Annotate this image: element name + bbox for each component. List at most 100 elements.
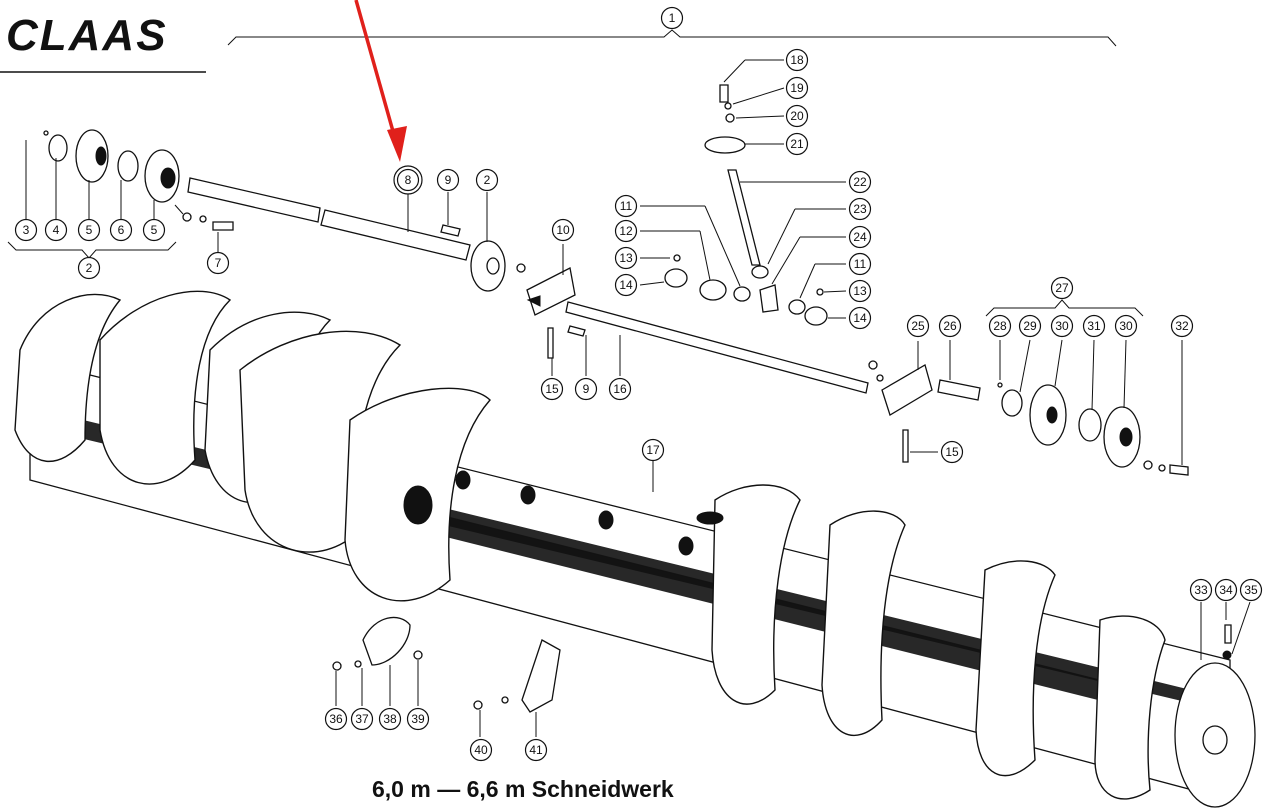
callout-37[interactable]: 37	[350, 707, 374, 731]
callout-10[interactable]: 10	[551, 218, 575, 242]
svg-text:32: 32	[1175, 319, 1189, 333]
callout-9b[interactable]: 9	[574, 377, 598, 401]
brand-logo: CLAAS	[0, 11, 206, 73]
callout-31[interactable]: 31	[1082, 314, 1106, 338]
svg-text:3: 3	[23, 223, 30, 237]
callout-30b[interactable]: 30	[1114, 314, 1138, 338]
callout-27[interactable]: 27	[1050, 276, 1074, 300]
callout-20[interactable]: 20	[785, 104, 809, 128]
callout-21[interactable]: 21	[785, 132, 809, 156]
callout-4[interactable]: 4	[44, 218, 68, 242]
callout-13b[interactable]: 13	[848, 279, 872, 303]
callout-7[interactable]: 7	[206, 251, 230, 275]
right-bearing-parts	[937, 379, 1189, 476]
callout-29[interactable]: 29	[1018, 314, 1042, 338]
callout-6[interactable]: 6	[109, 218, 133, 242]
callout-32[interactable]: 32	[1170, 314, 1194, 338]
callout-39[interactable]: 39	[406, 707, 430, 731]
callout-3[interactable]: 3	[14, 218, 38, 242]
callout-41[interactable]: 41	[524, 738, 548, 762]
callout-8-highlighted[interactable]: 8	[393, 165, 423, 195]
callout-2-group[interactable]: 2	[77, 256, 101, 280]
callout-19[interactable]: 19	[785, 76, 809, 100]
callout-12[interactable]: 12	[614, 219, 638, 243]
callout-11[interactable]: 11	[614, 194, 638, 218]
callouts: 1 2 2 3 4 5 6 5 7 8 9 9 10 11 11 12 13 1…	[14, 6, 1263, 762]
callout-5b[interactable]: 5	[142, 218, 166, 242]
svg-text:6: 6	[118, 223, 125, 237]
callout-35[interactable]: 35	[1239, 578, 1263, 602]
callout-22[interactable]: 22	[848, 170, 872, 194]
svg-text:35: 35	[1244, 583, 1258, 597]
callout-26[interactable]: 26	[938, 314, 962, 338]
callout-33[interactable]: 33	[1189, 578, 1213, 602]
lower-small-parts	[332, 616, 1232, 713]
svg-text:11: 11	[620, 199, 633, 213]
svg-text:5: 5	[151, 223, 158, 237]
svg-text:8: 8	[405, 173, 412, 187]
svg-text:34: 34	[1219, 583, 1233, 597]
svg-text:28: 28	[993, 319, 1007, 333]
svg-text:21: 21	[790, 137, 804, 151]
svg-text:10: 10	[556, 223, 570, 237]
callout-28[interactable]: 28	[988, 314, 1012, 338]
svg-text:29: 29	[1023, 319, 1037, 333]
callout-1[interactable]: 1	[660, 6, 684, 30]
callout-23[interactable]: 23	[848, 197, 872, 221]
svg-text:41: 41	[529, 743, 543, 757]
callout-40[interactable]: 40	[469, 738, 493, 762]
svg-text:9: 9	[583, 382, 590, 396]
svg-text:14: 14	[853, 311, 867, 325]
flange-2	[470, 240, 526, 292]
leader-lines	[7, 59, 1251, 737]
red-pointer-arrow	[354, 0, 407, 162]
key-9	[440, 224, 461, 237]
svg-text:5: 5	[86, 223, 93, 237]
svg-text:30: 30	[1055, 319, 1069, 333]
callout-16[interactable]: 16	[608, 377, 632, 401]
callout-25[interactable]: 25	[906, 314, 930, 338]
callout-36[interactable]: 36	[324, 707, 348, 731]
svg-text:40: 40	[474, 743, 488, 757]
callout-24[interactable]: 24	[848, 225, 872, 249]
callout-34[interactable]: 34	[1214, 578, 1238, 602]
callout-14[interactable]: 14	[614, 273, 638, 297]
svg-text:17: 17	[646, 443, 660, 457]
svg-text:20: 20	[790, 109, 804, 123]
svg-text:2: 2	[484, 173, 491, 187]
svg-text:33: 33	[1194, 583, 1208, 597]
svg-text:27: 27	[1055, 281, 1069, 295]
svg-text:36: 36	[329, 712, 343, 726]
svg-text:39: 39	[411, 712, 425, 726]
bearing-block-25	[868, 360, 933, 416]
svg-text:16: 16	[613, 382, 627, 396]
left-bearing-parts	[43, 129, 234, 231]
callout-30[interactable]: 30	[1050, 314, 1074, 338]
callout-15[interactable]: 15	[540, 377, 564, 401]
svg-text:13: 13	[853, 284, 867, 298]
svg-text:14: 14	[619, 278, 633, 292]
callout-2[interactable]: 2	[475, 168, 499, 192]
callout-13[interactable]: 13	[614, 246, 638, 270]
callout-5[interactable]: 5	[77, 218, 101, 242]
logo-text: CLAAS	[6, 11, 168, 60]
svg-text:7: 7	[215, 256, 222, 270]
callout-11b[interactable]: 11	[848, 252, 872, 276]
callout-9[interactable]: 9	[436, 168, 460, 192]
upper-centre-parts	[664, 84, 828, 326]
callout-17[interactable]: 17	[641, 438, 665, 462]
svg-text:25: 25	[911, 319, 925, 333]
callout-18[interactable]: 18	[785, 48, 809, 72]
svg-text:15: 15	[945, 445, 959, 459]
svg-text:4: 4	[53, 223, 60, 237]
shaft-8	[187, 177, 471, 261]
svg-text:24: 24	[853, 230, 867, 244]
callout-38[interactable]: 38	[378, 707, 402, 731]
auger-drum	[14, 290, 1256, 808]
callout-15b[interactable]: 15	[940, 440, 964, 464]
callout-14b[interactable]: 14	[848, 306, 872, 330]
svg-text:26: 26	[943, 319, 957, 333]
svg-text:30: 30	[1119, 319, 1133, 333]
diagram-caption: 6,0 m — 6,6 m Schneidwerk	[372, 776, 674, 802]
svg-text:13: 13	[619, 251, 633, 265]
